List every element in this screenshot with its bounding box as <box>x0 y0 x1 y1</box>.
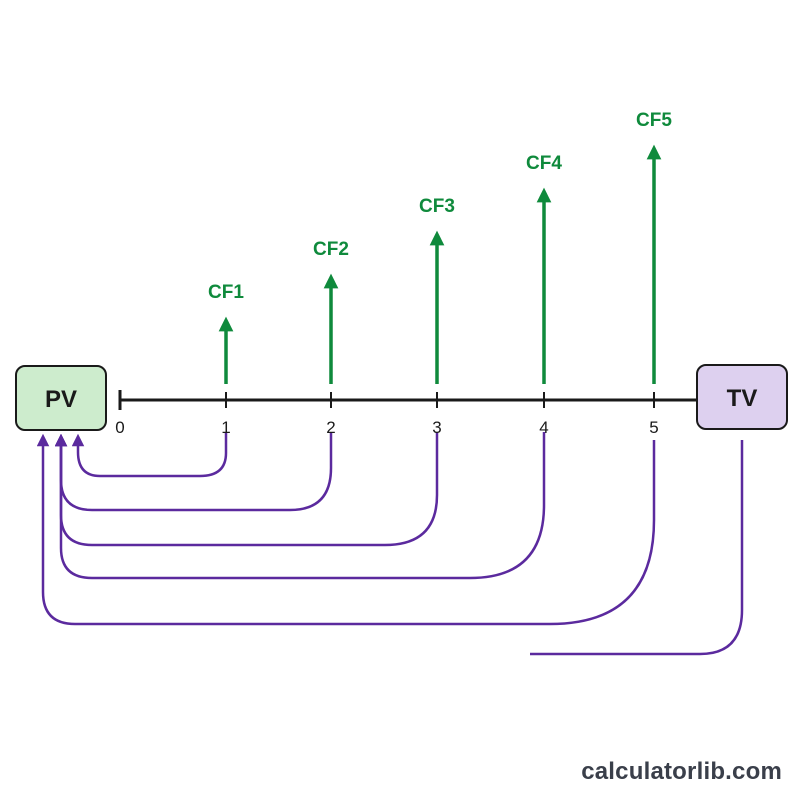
cash-flow-label-4: CF4 <box>526 153 562 174</box>
discount-curve-4 <box>54 432 546 580</box>
timeline-tick-label-3: 3 <box>432 418 441 437</box>
timeline-tick-label-2: 2 <box>326 418 335 437</box>
timeline-ticks: 0 1 2 3 4 5 <box>115 392 659 437</box>
watermark-text: calculatorlib.com <box>581 758 782 785</box>
timeline-tick-label-0: 0 <box>115 418 124 437</box>
cash-flow-label-3: CF3 <box>419 196 455 217</box>
discount-curve-2 <box>54 432 333 512</box>
cash-flow-arrows: CF1 CF2 CF3 CF4 CF5 <box>208 110 672 384</box>
discount-curve-3 <box>54 432 439 547</box>
discount-curve-1 <box>71 432 228 478</box>
timeline-tick-label-1: 1 <box>221 418 230 437</box>
timeline-tick-label-5: 5 <box>649 418 658 437</box>
timeline-tick-label-4: 4 <box>539 418 548 437</box>
discount-curves <box>36 432 744 656</box>
cash-flow-label-2: CF2 <box>313 239 349 260</box>
tv-box-rect <box>696 364 788 430</box>
pv-box-rect <box>15 365 107 431</box>
pv-box: PV <box>15 365 107 431</box>
tv-box-label: TV <box>727 385 758 412</box>
discount-curve-5 <box>36 433 656 626</box>
pv-box-label: PV <box>45 386 77 413</box>
tv-box: TV <box>696 364 788 430</box>
terminal-value-curve <box>530 440 744 656</box>
cash-flow-label-1: CF1 <box>208 282 244 303</box>
cash-flow-label-5: CF5 <box>636 110 672 131</box>
